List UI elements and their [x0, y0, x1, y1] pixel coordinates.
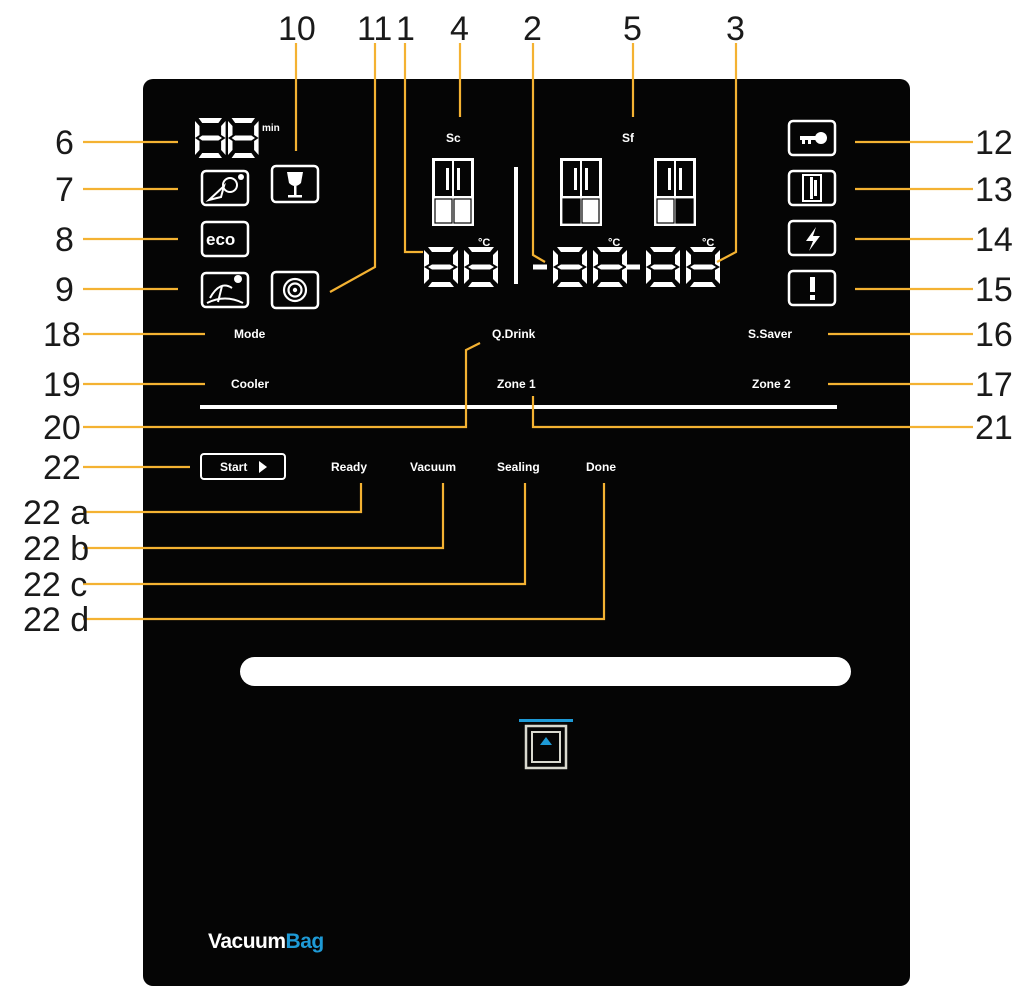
handle-bar[interactable] — [240, 657, 851, 686]
callout-1: 1 — [396, 10, 415, 48]
callout-5: 5 — [623, 10, 642, 48]
done-label: Done — [586, 460, 616, 474]
callout-13: 13 — [975, 171, 1013, 209]
eco-label: eco — [206, 230, 235, 249]
callout-numbers: 1 4 2 5 3 10 11 6 7 8 9 18 19 20 22 22 a… — [23, 10, 1013, 639]
alarm-icon[interactable] — [787, 269, 837, 307]
callout-15: 15 — [975, 271, 1013, 309]
divider-line — [514, 167, 518, 284]
callout-3: 3 — [726, 10, 745, 48]
fridge-compartment-icon-3 — [653, 157, 697, 227]
callout-leaders — [83, 43, 973, 621]
zone-separator-bar — [200, 405, 837, 409]
callout-20: 20 — [43, 409, 81, 447]
vacuum-drawer-icon[interactable] — [519, 719, 573, 770]
fridge-compartment-icon-1 — [431, 157, 475, 227]
holiday-icon[interactable] — [200, 271, 250, 309]
callout-2: 2 — [523, 10, 542, 48]
callout-21: 21 — [975, 409, 1013, 447]
s-saver-button[interactable]: S.Saver — [748, 327, 792, 341]
wine-glass-icon[interactable] — [270, 164, 320, 204]
cooler-button[interactable]: Cooler — [231, 377, 269, 391]
callout-16: 16 — [975, 316, 1013, 354]
fridge-temp-unit: °C — [478, 237, 490, 249]
callout-22b: 22 b — [23, 530, 89, 568]
sc-label: Sc — [446, 131, 461, 145]
fridge-compartment-icon-2 — [559, 157, 603, 227]
callout-8: 8 — [55, 221, 74, 259]
zone2-button[interactable]: Zone 2 — [752, 377, 791, 391]
mode-button[interactable]: Mode — [234, 327, 266, 341]
q-drink-button[interactable]: Q.Drink — [492, 327, 536, 341]
callout-22: 22 — [43, 449, 81, 487]
vacuumbag-logo: VacuumBag — [208, 930, 324, 954]
timer-unit: min — [262, 123, 280, 134]
callout-6: 6 — [55, 124, 74, 162]
zone1-temp-unit: °C — [608, 237, 620, 249]
brand-part2: Bag — [285, 930, 325, 953]
callout-4: 4 — [450, 10, 469, 48]
zone2-temp-display — [626, 247, 720, 287]
callout-22d: 22 d — [23, 601, 89, 639]
zone1-temp-display — [533, 247, 627, 287]
callout-10: 10 — [278, 10, 316, 48]
sealing-label: Sealing — [497, 460, 540, 474]
control-panel — [143, 79, 910, 986]
vacuum-label: Vacuum — [410, 460, 456, 474]
play-icon — [259, 461, 267, 473]
power-fault-icon[interactable] — [787, 219, 837, 257]
ice-maker-icon[interactable] — [270, 270, 320, 310]
callout-17: 17 — [975, 366, 1013, 404]
start-button[interactable]: Start — [200, 453, 286, 480]
brand-part1: Vacuum — [208, 930, 286, 953]
callout-7: 7 — [55, 171, 74, 209]
callout-12: 12 — [975, 124, 1013, 162]
door-open-icon[interactable] — [787, 169, 837, 207]
callout-22a: 22 a — [23, 494, 89, 532]
callout-19: 19 — [43, 366, 81, 404]
eco-icon[interactable]: eco — [200, 220, 250, 258]
key-lock-icon[interactable] — [787, 119, 837, 157]
callout-9: 9 — [55, 271, 74, 309]
callout-11: 11 — [357, 10, 392, 48]
zone2-temp-unit: °C — [702, 237, 714, 249]
start-label: Start — [220, 460, 247, 474]
callout-14: 14 — [975, 221, 1013, 259]
sf-label: Sf — [622, 131, 635, 145]
zone1-button[interactable]: Zone 1 — [497, 377, 536, 391]
fruit-vegetable-icon[interactable] — [200, 169, 250, 207]
callout-22c: 22 c — [23, 566, 87, 604]
ready-label: Ready — [331, 460, 367, 474]
callout-18: 18 — [43, 316, 81, 354]
